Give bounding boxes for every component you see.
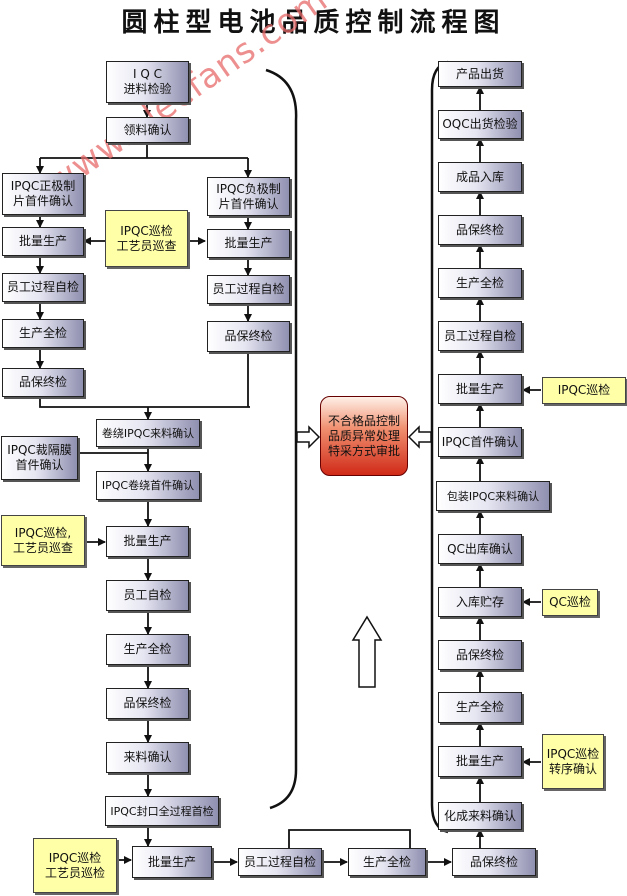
neg-final-box: 品保终检	[207, 321, 290, 352]
seal-first-box: IPQC封口全过程首检	[105, 796, 219, 826]
bottom-loop-line	[288, 829, 411, 850]
pos-batch-box: 批量生产	[2, 227, 84, 256]
formation-incoming-box: 化成来料确认	[438, 802, 522, 830]
bottom-final-box: 品保终检	[452, 848, 536, 876]
r-final-2-box: 品保终检	[438, 215, 522, 245]
r-full-1-box: 生产全检	[438, 692, 522, 723]
nonconform-control-box: 不合格品控制 品质异常处理 特采方式审批	[320, 396, 408, 476]
patrol-box-1: IPQC巡检 工艺员巡查	[105, 210, 188, 267]
wind-first-box: IPQC卷绕首件确认	[96, 471, 200, 500]
wind-final-box: 品保终检	[106, 688, 189, 719]
branch-line	[40, 143, 248, 159]
qc-patrol-box: QC巡检	[542, 589, 598, 616]
pos-merge-line	[39, 397, 250, 408]
patrol-box-3: IPQC巡检 工艺员巡检	[33, 838, 117, 893]
neg-first-box: IPQC负极制 片首件确认	[207, 177, 290, 216]
patrol-box-2: IPQC巡检, 工艺员巡查	[1, 515, 85, 566]
wind-incoming-box: 卷绕IPQC来料确认	[96, 419, 200, 447]
wind-full-box: 生产全检	[106, 634, 189, 665]
pos-final-box: 品保终检	[2, 368, 84, 397]
hollow-arrow-left	[296, 425, 321, 449]
hollow-arrow-right	[407, 425, 432, 449]
r-batch-1-box: 批量生产	[438, 746, 522, 777]
warehouse-box: 成品入库	[438, 162, 522, 192]
bottom-full-box: 生产全检	[348, 848, 426, 876]
r-final-1-box: 品保终检	[438, 640, 522, 670]
left-bracket	[265, 68, 298, 810]
ipqc-patrol-box: IPQC巡检	[542, 377, 626, 404]
storage-box: 入库贮存	[438, 587, 522, 617]
material-check-box: 来料确认	[106, 742, 189, 773]
pos-first-box: IPQC正极制 片首件确认	[2, 173, 84, 215]
ipqc-first-box: IPQC首件确认	[438, 427, 522, 457]
iqc-incoming-box: I Q C 进料检验	[106, 61, 189, 103]
neg-self-box: 员工过程自检	[207, 275, 290, 304]
hollow-arrow-up	[351, 615, 383, 688]
neg-batch-box: 批量生产	[207, 229, 290, 258]
r-full-2-box: 生产全检	[438, 268, 522, 298]
patrol-box-4: IPQC巡检 转序确认	[542, 734, 604, 789]
wind-self-box: 员工自检	[106, 580, 189, 611]
qc-out-box: QC出库确认	[438, 534, 522, 564]
ship-box: 产品出货	[438, 61, 522, 87]
pos-full-box: 生产全检	[2, 319, 84, 348]
separator-first-box: IPQC裁隔膜 首件确认	[1, 436, 78, 480]
r-self-2-box: 员工过程自检	[438, 321, 522, 351]
bottom-self-box: 员工过程自检	[238, 848, 322, 876]
material-confirm-box: 领料确认	[106, 117, 189, 143]
r-batch-2-box: 批量生产	[438, 374, 522, 404]
pos-self-box: 员工过程自检	[2, 273, 84, 302]
bottom-batch-box: 批量生产	[132, 846, 212, 878]
page-title: 圆柱型电池品质控制流程图	[121, 8, 506, 38]
oqc-box: OQC出货检验	[438, 110, 522, 139]
pack-incoming-box: 包装IPQC来料确认	[436, 481, 550, 511]
wind-batch-box: 批量生产	[106, 526, 189, 557]
